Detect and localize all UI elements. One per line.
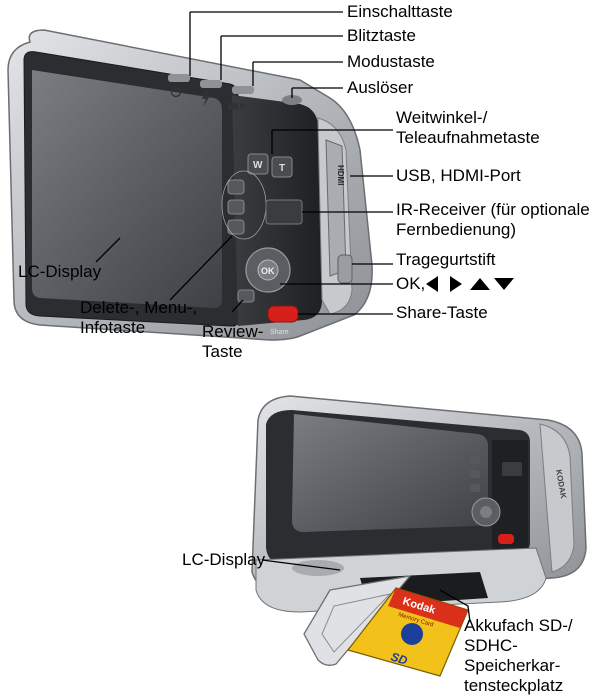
ok-button-mark: OK (261, 266, 275, 276)
zoom-wide-mark: W (253, 160, 263, 171)
label-ir-receiver: IR-Receiver (für optionale Fernbedienung… (396, 200, 590, 240)
mode-icon (228, 102, 248, 110)
label-einschalttaste: Einschalttaste (347, 2, 453, 21)
label-ok: OK, (396, 274, 426, 293)
label-blitztaste: Blitztaste (347, 26, 416, 45)
review-button (237, 289, 255, 303)
zoom-tele-mark: T (279, 163, 285, 174)
label-ausloeser: Auslöser (347, 78, 414, 97)
left-arrow-icon (426, 276, 438, 292)
label-tragegurtstift: Tragegurtstift (396, 250, 496, 269)
right-arrow-icon (450, 276, 462, 292)
label-zoom-line1: Weitwinkel-/ (396, 108, 488, 127)
card-logo: SD (389, 649, 409, 667)
share-button-mark: Share (270, 329, 289, 336)
label-review-line2: Taste (202, 342, 243, 361)
label-lc-display-top: LC-Display (18, 262, 102, 281)
hdmi-mark: HDMI (336, 165, 345, 185)
flash-icon (202, 90, 210, 107)
label-slot-line1: Akkufach SD-/ (464, 616, 573, 635)
strap-lug (337, 254, 353, 284)
camera-bottom-illustration: KODAK (251, 395, 587, 666)
zoom-control: W T (247, 153, 293, 178)
label-slot-line3: tensteckplatz (464, 676, 564, 695)
lcd-screen (32, 70, 222, 308)
label-delete-line2: Infotaste (80, 318, 146, 337)
label-ir-line1: IR-Receiver (für optionale (396, 200, 590, 219)
label-battery-card-slot: Akkufach SD-/ SDHC-Speicherkar- tensteck… (464, 616, 605, 696)
label-zoom: Weitwinkel-/ Teleaufnahmetaste (396, 108, 540, 148)
label-zoom-line2: Teleaufnahmetaste (396, 128, 540, 147)
label-delete-line1: Delete-, Menu-, (80, 298, 198, 317)
label-review-taste: Review- Taste (202, 322, 263, 362)
ok-dial: OK (245, 247, 291, 293)
down-arrow-icon (494, 278, 514, 290)
label-review-line1: Review- (202, 322, 264, 341)
leader-lines-top (95, 11, 393, 315)
label-slot-line2: SDHC-Speicherkar- (464, 636, 561, 675)
label-ir-line2: Fernbedienung) (396, 220, 517, 239)
label-usb-hdmi: USB, HDMI-Port (396, 166, 521, 185)
nav-arrows (426, 276, 514, 292)
power-icon (170, 86, 182, 98)
top-buttons (168, 74, 302, 105)
label-share-taste: Share-Taste (396, 303, 488, 322)
label-modustaste: Modustaste (347, 52, 435, 71)
label-lc-display-bottom: LC-Display (182, 550, 266, 569)
sd-card: Kodak Memory Card SD (346, 587, 469, 677)
ir-receiver (265, 199, 303, 225)
up-arrow-icon (470, 278, 490, 290)
label-delete-menu-info: Delete-, Menu-, Infotaste (80, 298, 197, 338)
leader-lines-bottom (261, 559, 471, 623)
